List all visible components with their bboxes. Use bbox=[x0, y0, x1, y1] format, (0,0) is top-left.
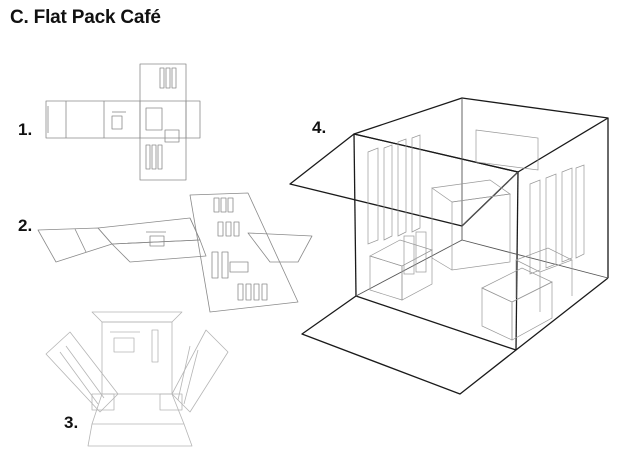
step-label-3: 3. bbox=[64, 413, 79, 432]
flat-net-drawing bbox=[45, 63, 201, 181]
partly-folded-drawing bbox=[45, 311, 229, 447]
step-label-2: 2. bbox=[18, 216, 33, 235]
figure-title: C. Flat Pack Café bbox=[10, 7, 161, 28]
assembled-cube-drawing bbox=[289, 97, 609, 395]
folding-net-drawing bbox=[37, 192, 313, 313]
step-label-4: 4. bbox=[312, 118, 327, 137]
step-label-1: 1. bbox=[18, 120, 33, 139]
